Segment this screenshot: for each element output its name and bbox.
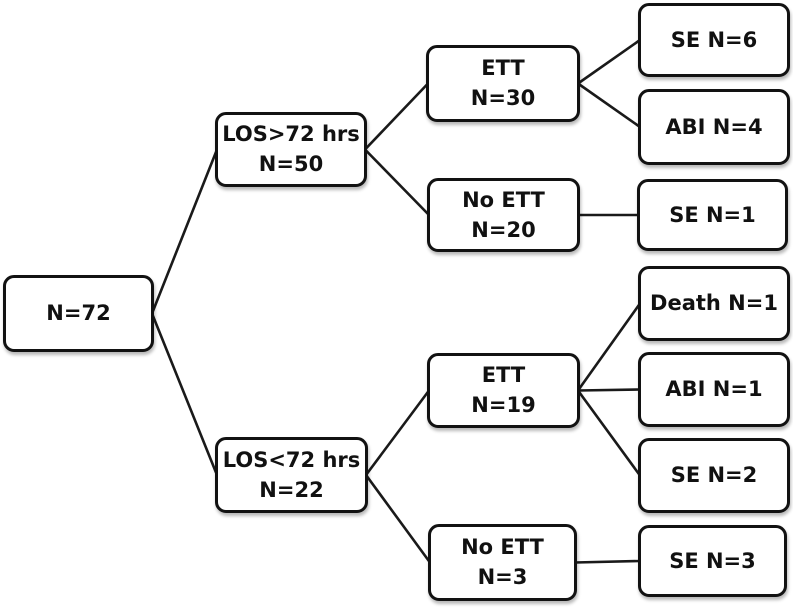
edge-ett19-death1 bbox=[576, 302, 642, 392]
edge-los_gt72-noett20 bbox=[363, 148, 431, 217]
node-count: N=50 bbox=[258, 152, 324, 176]
node-no-ett-20: No ETT N=20 bbox=[427, 178, 580, 252]
node-se-1: SE N=1 bbox=[637, 179, 788, 251]
node-se-2: SE N=2 bbox=[638, 438, 790, 513]
node-count: N=19 bbox=[471, 393, 536, 417]
node-label: No ETT bbox=[462, 187, 545, 212]
node-abi-1: ABI N=1 bbox=[638, 352, 790, 427]
node-label: Death N=1 bbox=[650, 291, 778, 315]
node-label: LOS>72 hrs bbox=[222, 122, 360, 146]
edge-ett19-abi1 bbox=[576, 388, 642, 392]
node-count: N=20 bbox=[471, 217, 536, 242]
node-label: N=72 bbox=[46, 301, 111, 325]
node-count: N=22 bbox=[259, 477, 324, 502]
node-label: LOS<72 hrs bbox=[222, 447, 361, 472]
node-label: SE N=2 bbox=[670, 463, 758, 487]
edge-ett19-se2 bbox=[576, 389, 642, 477]
node-los-lt-72hrs: LOS<72 hrs N=22 bbox=[215, 437, 368, 513]
node-label: No ETT bbox=[461, 535, 544, 559]
node-total: N=72 bbox=[3, 275, 154, 352]
edge-ett30-abi4 bbox=[576, 82, 642, 129]
node-count: N=30 bbox=[470, 86, 536, 110]
node-label: SE N=1 bbox=[669, 202, 756, 227]
edge-ett30-se6 bbox=[576, 38, 642, 85]
node-count: N=3 bbox=[477, 565, 528, 589]
node-label: ETT bbox=[481, 56, 525, 80]
edge-root-los_gt72 bbox=[150, 148, 219, 315]
node-se-3: SE N=3 bbox=[638, 525, 787, 597]
node-ett-19: ETT N=19 bbox=[427, 353, 580, 428]
edge-los_lt72-ett19 bbox=[364, 389, 431, 477]
node-label: ABI N=4 bbox=[665, 114, 763, 139]
node-death-1: Death N=1 bbox=[638, 266, 790, 341]
edge-los_lt72-noett3 bbox=[364, 473, 432, 564]
node-no-ett-3: No ETT N=3 bbox=[428, 524, 577, 601]
edge-los_gt72-ett30 bbox=[363, 82, 430, 151]
node-label: ETT bbox=[481, 363, 526, 387]
edge-root-los_lt72 bbox=[150, 312, 219, 477]
edge-noett3-se3 bbox=[573, 559, 642, 564]
node-los-gt-72hrs: LOS>72 hrs N=50 bbox=[215, 112, 367, 187]
node-se-6: SE N=6 bbox=[638, 3, 790, 77]
node-ett-30: ETT N=30 bbox=[426, 45, 580, 122]
node-label: SE N=6 bbox=[670, 27, 758, 52]
node-abi-4: ABI N=4 bbox=[638, 89, 790, 165]
node-label: SE N=3 bbox=[669, 548, 756, 573]
node-label: ABI N=1 bbox=[665, 377, 763, 401]
